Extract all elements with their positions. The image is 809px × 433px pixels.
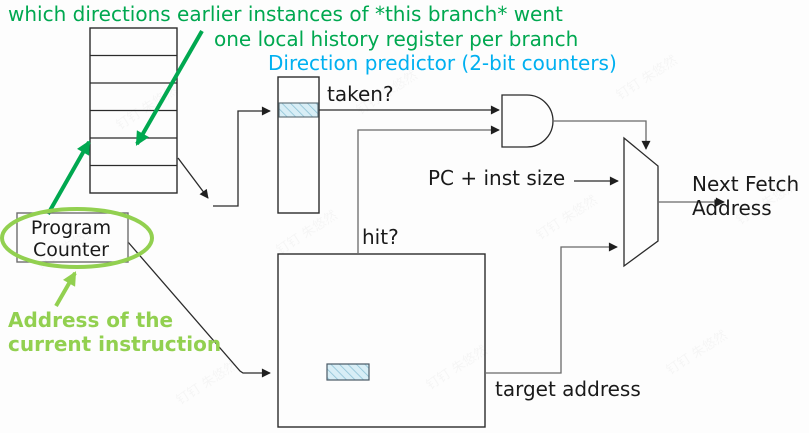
program-counter-label-line1: Program [31,217,111,239]
taken-label: taken? [327,82,394,106]
predictor-selected-entry [278,102,319,118]
watermark-text: 钉钉 朱悠然 [613,52,680,103]
annotation-address-note-line2: current instruction [8,332,221,356]
and-gate [501,94,554,148]
program-counter-label-line2: Counter [33,239,109,261]
pc-to-btb-arrow [127,241,271,378]
btb-outline [277,253,486,428]
program-counter-highlight-ellipse [0,207,154,269]
and-output-wire [553,120,651,150]
next-fetch-label-line2: Address [692,196,772,220]
watermark-text: 钉钉 朱悠然 [273,207,340,258]
watermark-text: 钉钉 朱悠然 [663,327,730,378]
annotation-address-note-line1: Address of the [8,308,173,332]
hit-label: hit? [362,225,399,249]
address-note-arrow [54,271,77,307]
local-history-table [89,27,178,194]
target-address-wire [486,242,618,374]
annotation-history-register: one local history register per branch [214,27,578,51]
index-to-predictor-arrow [213,106,271,207]
btb-box [277,253,486,428]
target-address-label: target address [495,377,641,401]
annotation-history-meaning: which directions earlier instances of *t… [8,2,563,26]
watermark-text: 钉钉 朱悠然 [173,357,240,408]
program-counter: Program Counter [0,207,154,269]
annotation-direction-predictor: Direction predictor (2-bit counters) [268,51,617,75]
watermark-text: 钉钉 朱悠然 [423,342,490,393]
btb-target-entry [326,363,370,381]
wires [127,105,725,378]
next-address-mux [623,136,659,268]
pc-to-history-annotation-arrow [46,140,91,215]
history-to-index-arrow [177,157,209,199]
direction-predictor-column [277,76,320,214]
pc-plus-inst-size-label: PC + inst size [428,166,565,190]
program-counter-box [16,212,129,263]
watermark-text: 钉钉 朱悠然 [533,192,600,243]
hit-wire [357,125,500,254]
predictor-outline [277,76,320,214]
history-annotation-arrow [135,30,204,146]
next-fetch-label-line1: Next Fetch [692,172,799,196]
